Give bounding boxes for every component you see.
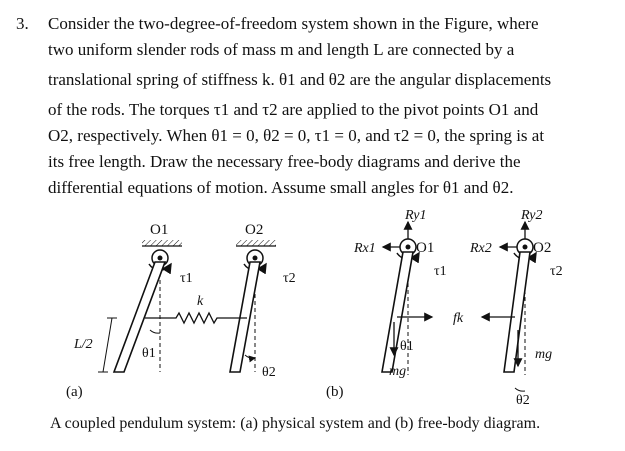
- label-ry1: Ry1: [404, 208, 427, 223]
- fbd-label-theta2: θ2: [516, 393, 530, 408]
- fbd-label-tau1: τ1: [434, 264, 447, 279]
- label-ry2: Ry2: [520, 208, 543, 223]
- problem-line-5: O2, respectively. When θ1 = 0, θ2 = 0, τ…: [48, 126, 545, 145]
- theta1-arc: [149, 329, 161, 334]
- label-o2: O2: [245, 222, 263, 238]
- rod-1: [112, 261, 167, 373]
- fbd-label-o2: O2: [533, 240, 551, 256]
- fbd-label-tau2: τ2: [550, 264, 563, 279]
- label-theta1: θ1: [142, 346, 156, 361]
- problem-line-7: differential equations of motion. Assume…: [48, 178, 514, 197]
- label-tau1: τ1: [180, 271, 193, 286]
- support-1: [142, 240, 182, 246]
- label-o1: O1: [150, 222, 168, 238]
- problem-line-1: Consider the two-degree-of-freedom syste…: [48, 14, 539, 33]
- theta2-arc: [244, 354, 256, 363]
- fbd-rod-2: [503, 251, 531, 373]
- support-2: [236, 240, 276, 246]
- fbd-label-theta1: θ1: [400, 339, 414, 354]
- label-rx1: Rx1: [353, 241, 376, 256]
- label-theta2: θ2: [262, 365, 276, 380]
- free-body-diagram: Ry1 Ry2 Rx1 Rx2 O1 O2 τ1 τ2 fk θ1 mg mg …: [353, 208, 563, 408]
- label-mg-1: mg: [389, 364, 406, 379]
- spring-k: [145, 311, 247, 325]
- label-rx2: Rx2: [469, 241, 492, 256]
- problem-line-6: its free length. Draw the necessary free…: [48, 152, 521, 171]
- label-k: k: [197, 294, 204, 309]
- sublabel-b: (b): [326, 384, 344, 400]
- label-mg-2: mg: [535, 347, 552, 362]
- physical-system-diagram: O1 O2 τ1 τ2 k L/2 θ1 θ2: [73, 222, 296, 380]
- label-fk: fk: [453, 311, 464, 326]
- problem-line-4: of the rods. The torques τ1 and τ2 are a…: [48, 100, 539, 119]
- sublabel-a: (a): [66, 384, 83, 400]
- rod-2: [229, 261, 261, 373]
- fbd-label-o1: O1: [416, 240, 434, 256]
- label-tau2: τ2: [283, 271, 296, 286]
- label-half-length: L/2: [73, 337, 93, 352]
- problem-line-3: translational spring of stiffness k. θ1 …: [48, 70, 552, 89]
- fbd-rod-1: [381, 251, 414, 373]
- figure-caption: A coupled pendulum system: (a) physical …: [50, 415, 541, 432]
- problem-line-2: two uniform slender rods of mass m and l…: [48, 40, 515, 59]
- problem-number: 3.: [16, 14, 29, 33]
